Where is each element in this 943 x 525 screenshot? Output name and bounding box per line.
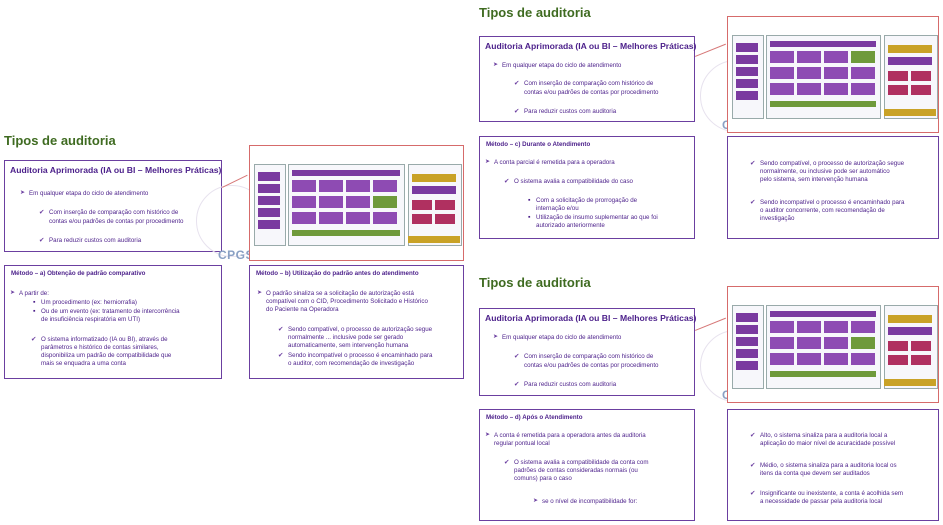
slide-2-heading: Tipos de auditoria xyxy=(479,5,591,20)
slide-2-method-c-s1a: Com a solicitação de prorrogação de xyxy=(528,197,637,205)
slide-1-method-b-box: Método – b) Utilização do padrão antes d… xyxy=(249,265,464,379)
slide-1-method-b-title: Método – b) Utilização do padrão antes d… xyxy=(256,270,419,277)
slide-3-method-d-b2c: comuns) para o caso xyxy=(514,475,572,482)
slide-1-check-2: Para reduzir custos com auditoria xyxy=(39,237,141,245)
slide-1-method-b-c2: normalmente ... inclusive pode ser gerad… xyxy=(288,334,404,341)
slide-1-method-a-title: Método – a) Obtenção de padrão comparati… xyxy=(11,270,146,277)
slide-3-title-box: Auditoria Aprimorada (IA ou BI – Melhore… xyxy=(479,308,697,396)
slide-2-result-c3: pelo sistema, sem intervenção humana xyxy=(760,176,868,183)
slide-1-method-b-c1: Sendo compatível, o processo de autoriza… xyxy=(278,326,432,334)
slide-1-method-b-c5: o auditor, com recomendação de investiga… xyxy=(288,360,415,367)
slide-2-check-2: Para reduzir custos com auditoria xyxy=(514,108,616,116)
slide-3-method-d-b1a: A conta é remetida para a operadora ante… xyxy=(485,432,646,440)
slide-1-method-b-b3: do Paciente na Operadora xyxy=(266,306,339,313)
slide-2-method-c-box: Método – c) Durante o Atendimento A cont… xyxy=(479,136,695,239)
slide-2-result-c6: investigação xyxy=(760,215,795,222)
slide-1-diagram xyxy=(249,145,464,261)
slide-1-method-a-check-4: mais se enquadra a uma conta xyxy=(41,360,126,367)
slide-1-method-a-item-2b: de insuficiência respiratória em UTI) xyxy=(41,316,141,323)
slide-2-method-c-title: Método – c) Durante o Atendimento xyxy=(486,141,591,148)
slide-2-method-c-s2a: Utilização de insumo suplementar ao que … xyxy=(528,214,658,222)
slide-3-bullet: Em qualquer etapa do ciclo de atendiment… xyxy=(493,334,621,342)
slide-3-result-c6: a necessidade de passar pela auditoria l… xyxy=(760,498,883,505)
slide-1-method-b-c4: Sendo incompatível o processo é encaminh… xyxy=(278,352,433,360)
slide-1-watermark: CPGS xyxy=(218,248,255,262)
slide-3-title: Auditoria Aprimorada (IA ou BI – Melhore… xyxy=(485,313,697,323)
slide-1-method-a-item-2a: Ou de um evento (ex: tratamento de inter… xyxy=(33,308,180,316)
slide-2-method-c-b2: O sistema avalia a compatibilidade do ca… xyxy=(504,178,633,186)
slide-2-result-c2: normalmente, ou inclusive pode ser autom… xyxy=(760,168,890,175)
slide-3-check-1b: contas e/ou padrões de contas por proced… xyxy=(524,362,659,369)
slide-3-method-d-b2a: O sistema avalia a compatibilidade da co… xyxy=(504,459,649,467)
slide-1-method-a-from: A partir de: xyxy=(10,290,49,298)
slide-2-result-c1: Sendo compatível, o processo de autoriza… xyxy=(750,160,904,168)
slide-1-method-b-b1: O padrão sinaliza se a solicitação de au… xyxy=(257,290,414,298)
slide-1-method-a-box: Método – a) Obtenção de padrão comparati… xyxy=(4,265,222,379)
slide-3-connector xyxy=(695,317,727,332)
slide-1-title: Auditoria Aprimorada (IA ou BI – Melhore… xyxy=(10,165,222,175)
slide-2-method-c-s2b: autorizado anteriormente xyxy=(536,222,605,229)
slide-2-method-c-s1b: internação e/ou xyxy=(536,205,579,212)
slide-2-check-1a: Com inserção de comparação com histórico… xyxy=(514,80,653,88)
slide-3-result-c3: Médio, o sistema sinaliza para a auditor… xyxy=(750,462,897,470)
slide-3-method-d-b3: se o nível de incompatibilidade for: xyxy=(533,498,637,506)
slide-2-title: Auditoria Aprimorada (IA ou BI – Melhore… xyxy=(485,41,697,51)
slide-1-check-1b: contas e/ou padrões de contas por proced… xyxy=(49,218,184,225)
slide-3-check-1a: Com inserção de comparação com histórico… xyxy=(514,353,653,361)
slide-3-method-d-box: Método – d) Após o Atendimento A conta é… xyxy=(479,409,695,521)
slide-3-result-box: Alto, o sistema sinaliza para a auditori… xyxy=(727,409,939,521)
slide-3-heading: Tipos de auditoria xyxy=(479,275,591,290)
slide-3-result-c2: aplicação do maior nível de acuracidade … xyxy=(760,440,896,447)
slide-2-result-box: Sendo compatível, o processo de autoriza… xyxy=(727,136,939,239)
slide-3-check-2: Para reduzir custos com auditoria xyxy=(514,381,616,389)
slide-2-result-c5: o auditor concorrente, com recomendação … xyxy=(760,207,885,214)
slide-3-method-d-b2b: padrões de contas consideradas normais (… xyxy=(514,467,638,474)
slide-1-method-b-b2: compatível com o CID, Procedimento Solic… xyxy=(266,298,428,305)
slide-3-diagram xyxy=(727,286,939,403)
slide-2-title-box: Auditoria Aprimorada (IA ou BI – Melhore… xyxy=(479,36,697,122)
slide-1-bullet: Em qualquer etapa do ciclo de atendiment… xyxy=(20,190,148,198)
slide-3-method-d-title: Método – d) Após o Atendimento xyxy=(486,414,583,421)
slide-3-result-c4: itens da conta que devem ser auditados xyxy=(760,470,870,477)
slide-3-result-c1: Alto, o sistema sinaliza para a auditori… xyxy=(750,432,887,440)
slide-2-diagram xyxy=(727,16,939,133)
slide-2-bullet: Em qualquer etapa do ciclo de atendiment… xyxy=(493,62,621,70)
slide-1-check-1a: Com inserção de comparação com histórico… xyxy=(39,209,178,217)
slide-1-method-a-check-2: parâmetros e histórico de contas similar… xyxy=(41,344,159,351)
slide-2-method-c-b1: A conta parcial é remetida para a operad… xyxy=(485,159,615,167)
slide-3-method-d-b1b: regular pontual local xyxy=(494,440,550,447)
slide-2-check-1b: contas e/ou padrões de contas por proced… xyxy=(524,89,659,96)
slide-1-heading: Tipos de auditoria xyxy=(4,133,116,148)
slide-2-result-c4: Sendo incompatível o processo é encaminh… xyxy=(750,199,905,207)
slide-1-method-a-check-3: disponibiliza um padrão de compatibilida… xyxy=(41,352,172,359)
slide-3-result-c5: Insignificante ou inexistente, a conta é… xyxy=(750,490,903,498)
slide-1-method-a-check-1: O sistema informatizado (IA ou BI), atra… xyxy=(31,336,168,344)
slide-1-method-a-item-1: Um procedimento (ex: herniorrafia) xyxy=(33,299,137,307)
slide-1-method-b-c3: automaticamente, sem intervenção humana xyxy=(288,342,409,349)
